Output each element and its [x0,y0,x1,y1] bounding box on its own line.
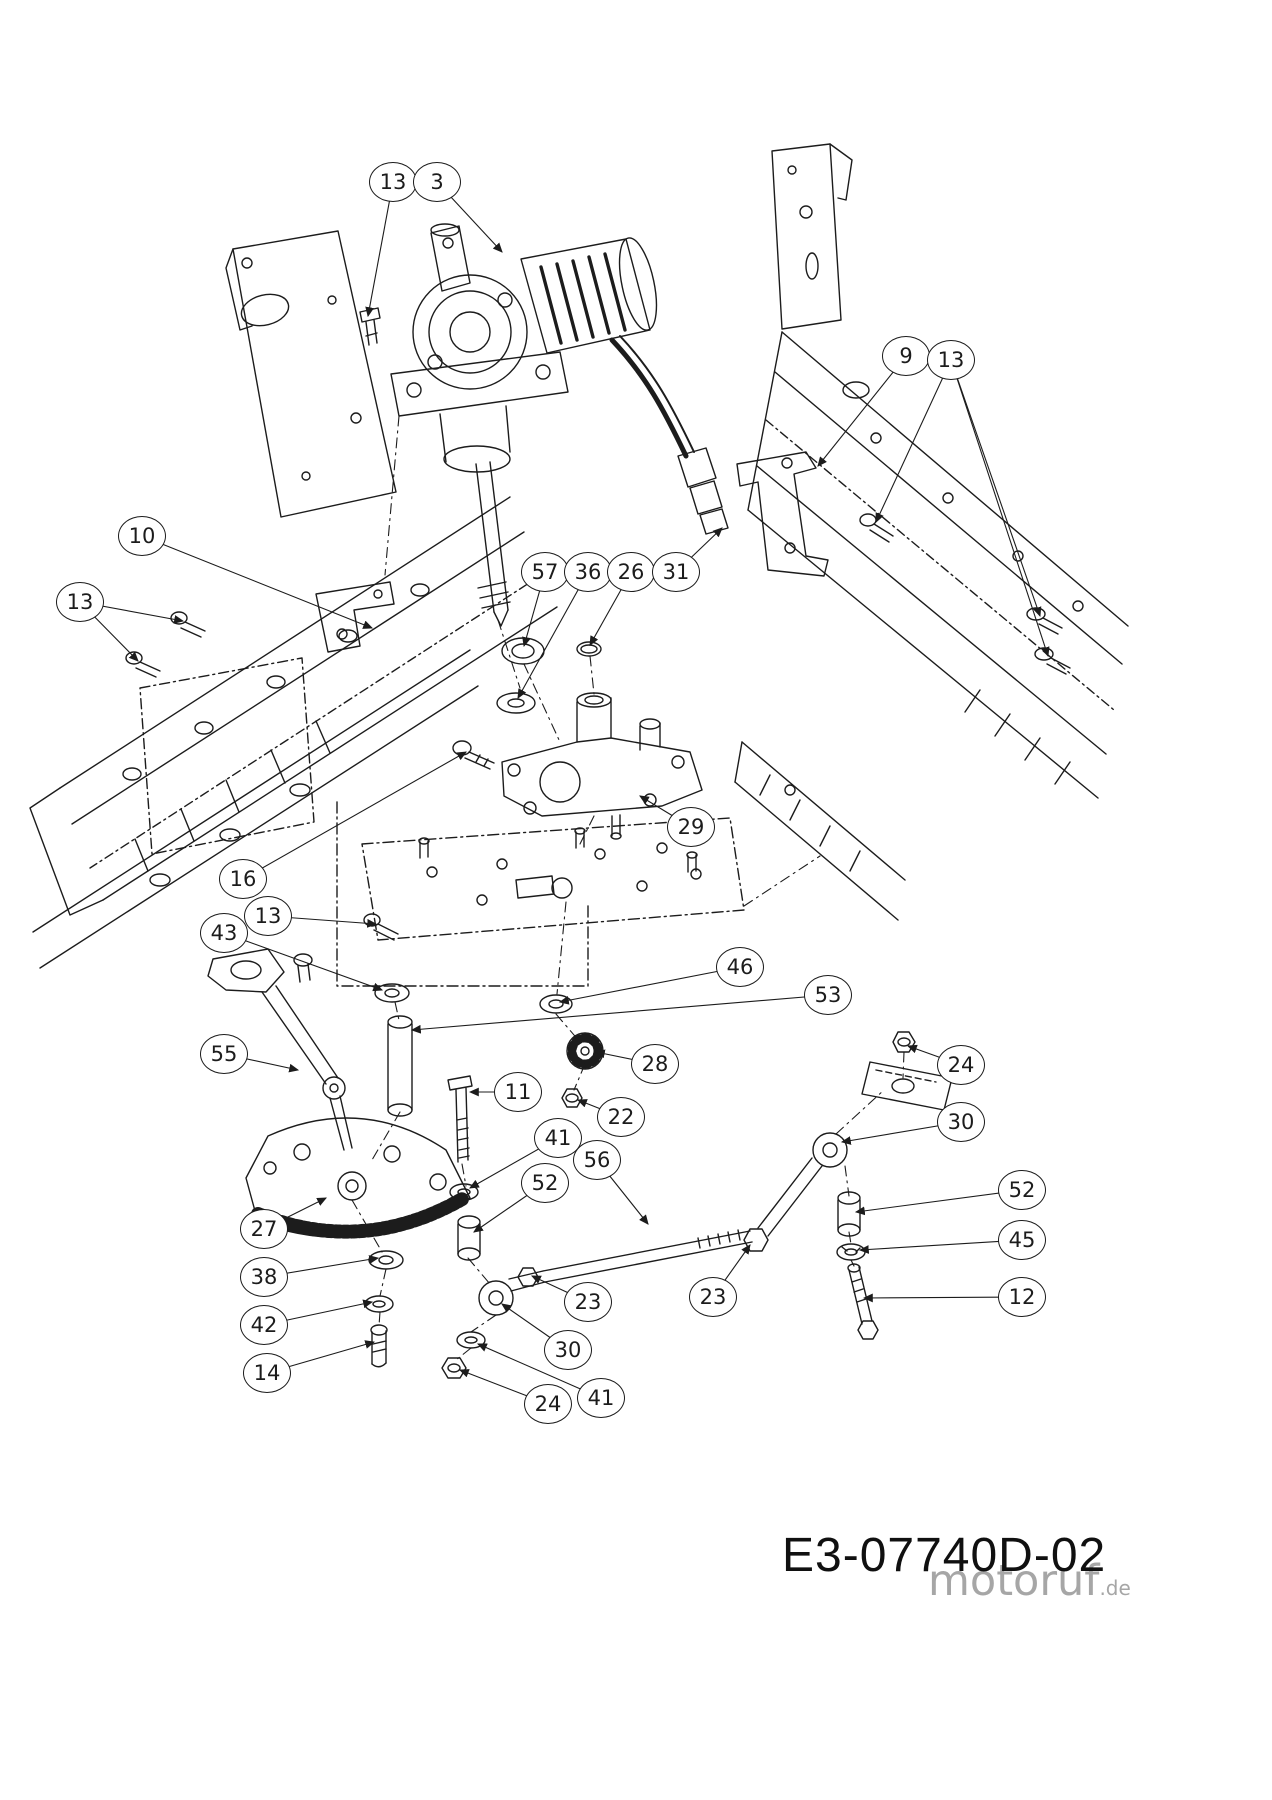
washer-43 [374,983,410,1003]
callout-balloon-26: 26 [607,552,655,592]
screw-14 [370,1324,388,1368]
callout-balloon-10: 10 [118,516,166,556]
callout-balloon-23: 23 [564,1282,612,1322]
callout-balloon-41: 41 [577,1378,625,1418]
callout-balloon-56: 56 [573,1140,621,1180]
callout-balloon-42: 42 [240,1305,288,1345]
right-frame-plate [771,143,853,330]
callout-balloon-30: 30 [937,1102,985,1142]
mount-bracket-right [736,451,829,577]
callout-balloon-45: 45 [998,1220,1046,1260]
callout-balloon-22: 22 [597,1097,645,1137]
callout-balloon-52: 52 [521,1163,569,1203]
washer-41-upper [449,1183,479,1201]
callout-balloon-16: 16 [219,859,267,899]
callout-balloon-29: 29 [667,807,715,847]
nut-24-lower [441,1357,467,1379]
gear-housing [501,692,703,840]
callout-balloon-13: 13 [56,582,104,622]
callout-balloon-13: 13 [369,162,417,202]
callout-balloon-3: 3 [413,162,461,202]
callout-balloon-12: 12 [998,1277,1046,1317]
callout-balloon-43: 43 [200,913,248,953]
callout-balloon-14: 14 [243,1353,291,1393]
steering-motor-assembly [390,223,729,627]
left-frame-plate [225,230,397,518]
callout-balloon-24: 24 [524,1384,572,1424]
callout-balloon-13: 13 [927,340,975,380]
callout-balloon-11: 11 [494,1072,542,1112]
flange-bolts [125,307,1071,678]
callout-balloon-57: 57 [521,552,569,592]
callout-balloon-55: 55 [200,1034,248,1074]
callout-balloon-30: 30 [544,1330,592,1370]
callout-balloon-53: 53 [804,975,852,1015]
callout-balloon-9: 9 [882,336,930,376]
callout-balloon-28: 28 [631,1044,679,1084]
mounting-plate [336,801,745,987]
callout-balloon-52: 52 [998,1170,1046,1210]
callout-balloon-38: 38 [240,1257,288,1297]
alignment-lines [351,415,905,1361]
bolt-11 [447,1075,473,1163]
callout-balloon-36: 36 [564,552,612,592]
callout-balloon-46: 46 [716,947,764,987]
mount-bracket-left [315,581,395,653]
callout-balloon-27: 27 [240,1209,288,1249]
callout-balloon-13: 13 [244,896,292,936]
tie-rod-assembly [478,1132,848,1316]
right-frame-rail [734,331,1129,921]
callout-balloon-24: 24 [937,1045,985,1085]
spacer-tube [387,1015,413,1117]
callout-balloon-31: 31 [652,552,700,592]
callout-balloon-23: 23 [689,1277,737,1317]
left-frame-rail [29,496,558,969]
